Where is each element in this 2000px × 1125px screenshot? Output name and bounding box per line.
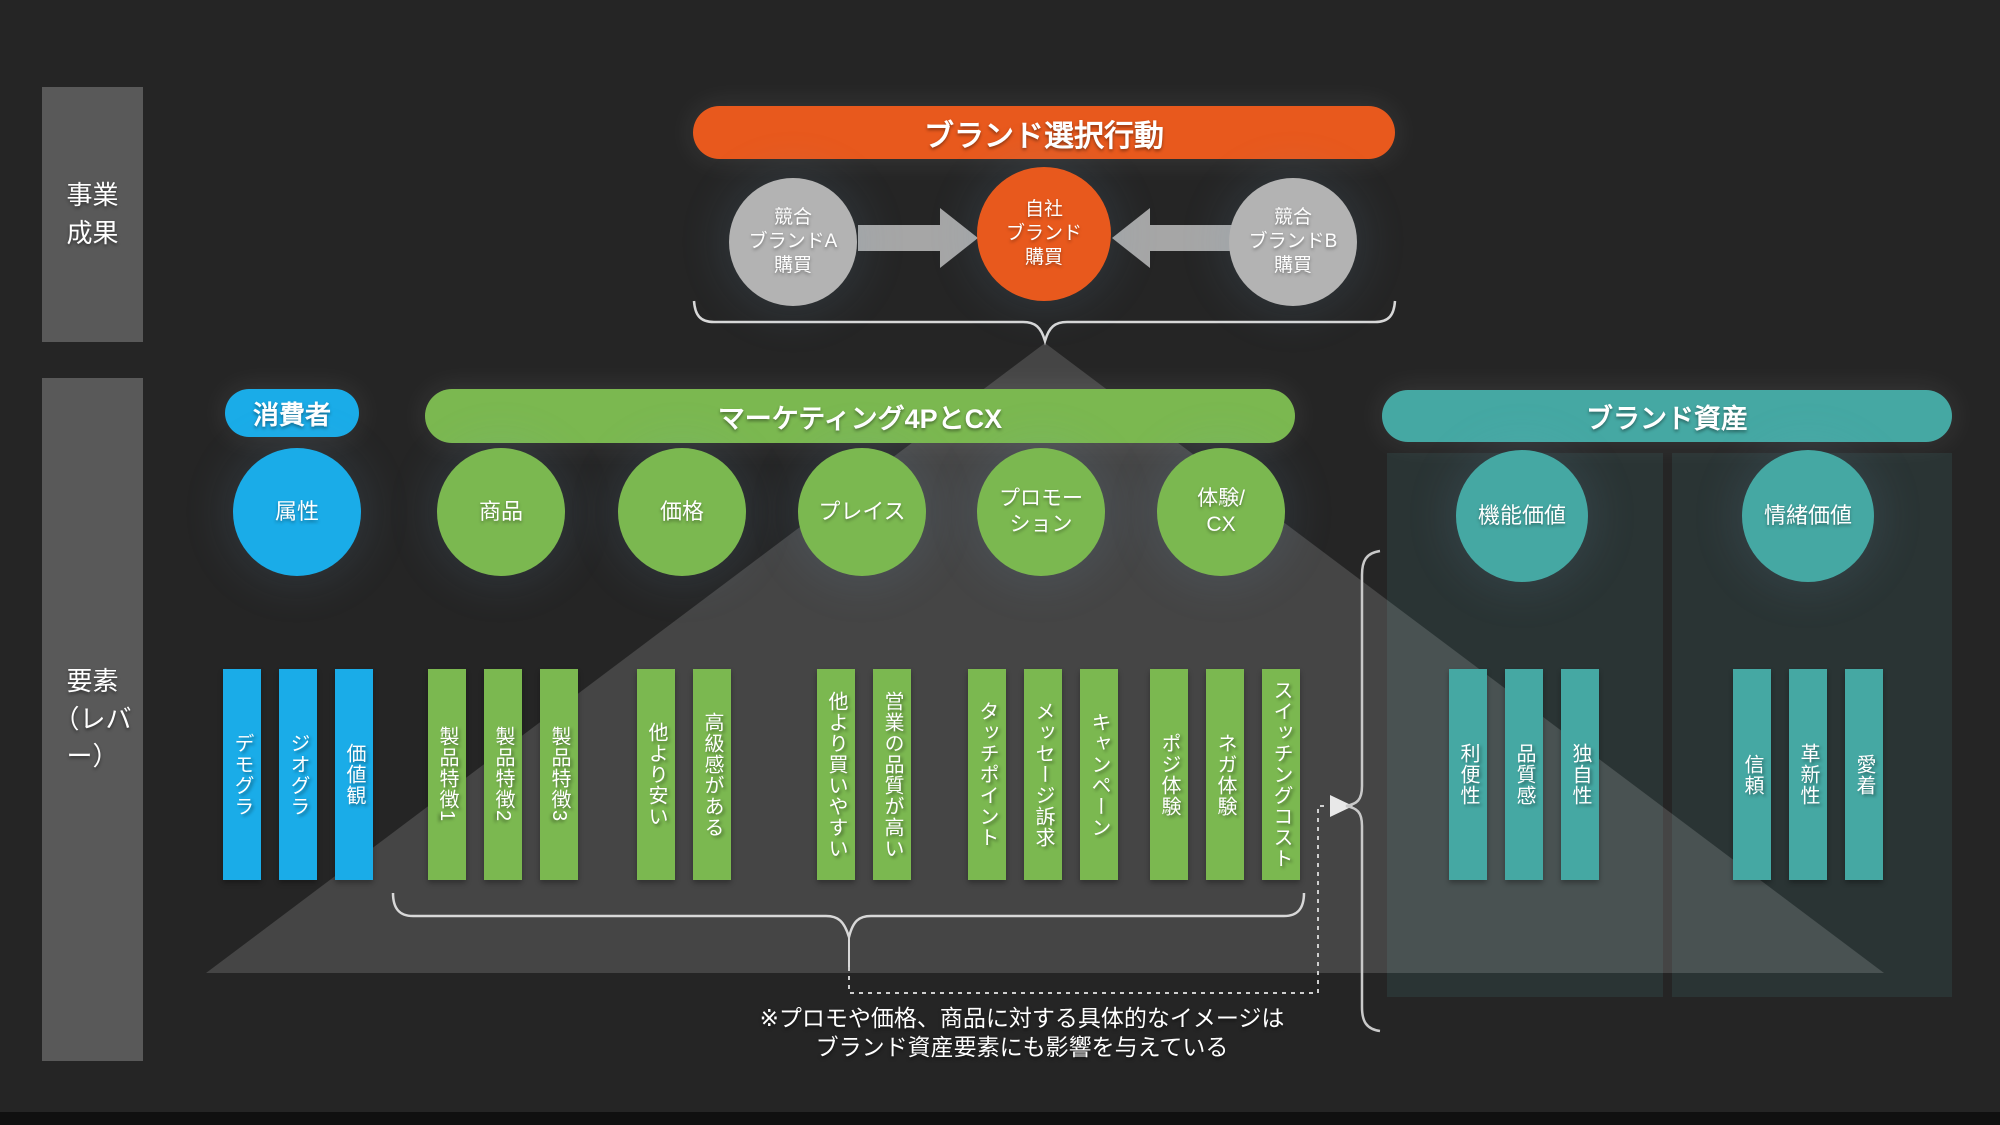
vertical-bar: 革新性: [1789, 669, 1827, 880]
vertical-bar: ポジ体験: [1150, 669, 1188, 880]
bottom-edge-strip: [0, 1112, 2000, 1125]
product-bars: 製品特徴1 製品特徴2 製品特徴3: [428, 669, 578, 880]
vertical-bar: 他より買いやすい: [817, 669, 855, 880]
consumer-bars: デモグラジオグラ価値観: [223, 669, 373, 880]
marketing-bars-brace: [391, 892, 1306, 942]
vertical-bar: ネガ体験: [1206, 669, 1244, 880]
vertical-bar: 利便性: [1449, 669, 1487, 880]
rail-elements-lever: 要素 （レバー）: [42, 378, 143, 1061]
competitor-b-circle: 競合 ブランドB 購買: [1229, 178, 1357, 306]
competitor-a-circle: 競合 ブランドA 購買: [729, 178, 857, 306]
product-circle: 商品: [437, 448, 565, 576]
influence-arrowhead: [1330, 795, 1353, 817]
vertical-bar: 製品特徴1: [428, 669, 466, 880]
own-brand-circle: 自社 ブランド 購買: [977, 167, 1111, 301]
vertical-bar: 他より安い: [637, 669, 675, 880]
vertical-bar: 信頼: [1733, 669, 1771, 880]
price-circle: 価格: [618, 448, 746, 576]
place-bars: 他より買いやすい営業の品質が高い: [817, 669, 911, 880]
footnote-line2: ブランド資産要素にも影響を与えている: [815, 1034, 1229, 1060]
vertical-bar: 営業の品質が高い: [873, 669, 911, 880]
emotional-value-bars: 信頼革新性愛着: [1733, 669, 1883, 880]
vertical-bar: 価値観: [335, 669, 373, 880]
vertical-bar: 製品特徴2: [484, 669, 522, 880]
vertical-bar: タッチポイント: [968, 669, 1006, 880]
consumer-pill: 消費者: [225, 389, 359, 437]
arrow-competitorB-to-own: [1112, 208, 1232, 268]
experience-cx-circle: 体験/ CX: [1157, 448, 1285, 576]
arrow-competitorA-to-own: [858, 208, 978, 268]
experience-bars: ポジ体験ネガ体験スイッチングコスト: [1150, 669, 1300, 880]
functional-value-circle: 機能価値: [1456, 450, 1588, 582]
brand-assets-banner: ブランド資産: [1382, 390, 1952, 442]
emotional-value-circle: 情緒価値: [1742, 450, 1874, 582]
brand-choice-banner: ブランド選択行動: [693, 106, 1395, 159]
vertical-bar: 独自性: [1561, 669, 1599, 880]
vertical-bar: ジオグラ: [279, 669, 317, 880]
vertical-bar: 高級感がある: [693, 669, 731, 880]
attribute-circle: 属性: [233, 448, 361, 576]
vertical-bar: 品質感: [1505, 669, 1543, 880]
vertical-bar: メッセージ訴求: [1024, 669, 1062, 880]
vertical-bar: デモグラ: [223, 669, 261, 880]
functional-value-bars: 利便性品質感独自性: [1449, 669, 1599, 880]
top-circles-brace: [692, 300, 1397, 346]
rail-business-outcome: 事業 成果: [42, 87, 143, 342]
promotion-circle: プロモー ション: [977, 448, 1105, 576]
footnote: ※プロモや価格、商品に対する具体的なイメージは ブランド資産要素にも影響を与えて…: [622, 1004, 1422, 1062]
influence-dashed-line: [848, 805, 1329, 994]
place-circle: プレイス: [798, 448, 926, 576]
promotion-bars: タッチポイントメッセージ訴求キャンペーン: [968, 669, 1118, 880]
price-bars: 他より安い高級感がある: [637, 669, 731, 880]
vertical-bar: 製品特徴3: [540, 669, 578, 880]
vertical-bar: 愛着: [1845, 669, 1883, 880]
vertical-bar: スイッチングコスト: [1262, 669, 1300, 880]
marketing-4p-cx-banner: マーケティング4PとCX: [425, 389, 1295, 443]
footnote-line1: ※プロモや価格、商品に対する具体的なイメージは: [759, 1005, 1285, 1031]
vertical-bar: キャンペーン: [1080, 669, 1118, 880]
brand-assets-brace: [1345, 549, 1381, 1033]
